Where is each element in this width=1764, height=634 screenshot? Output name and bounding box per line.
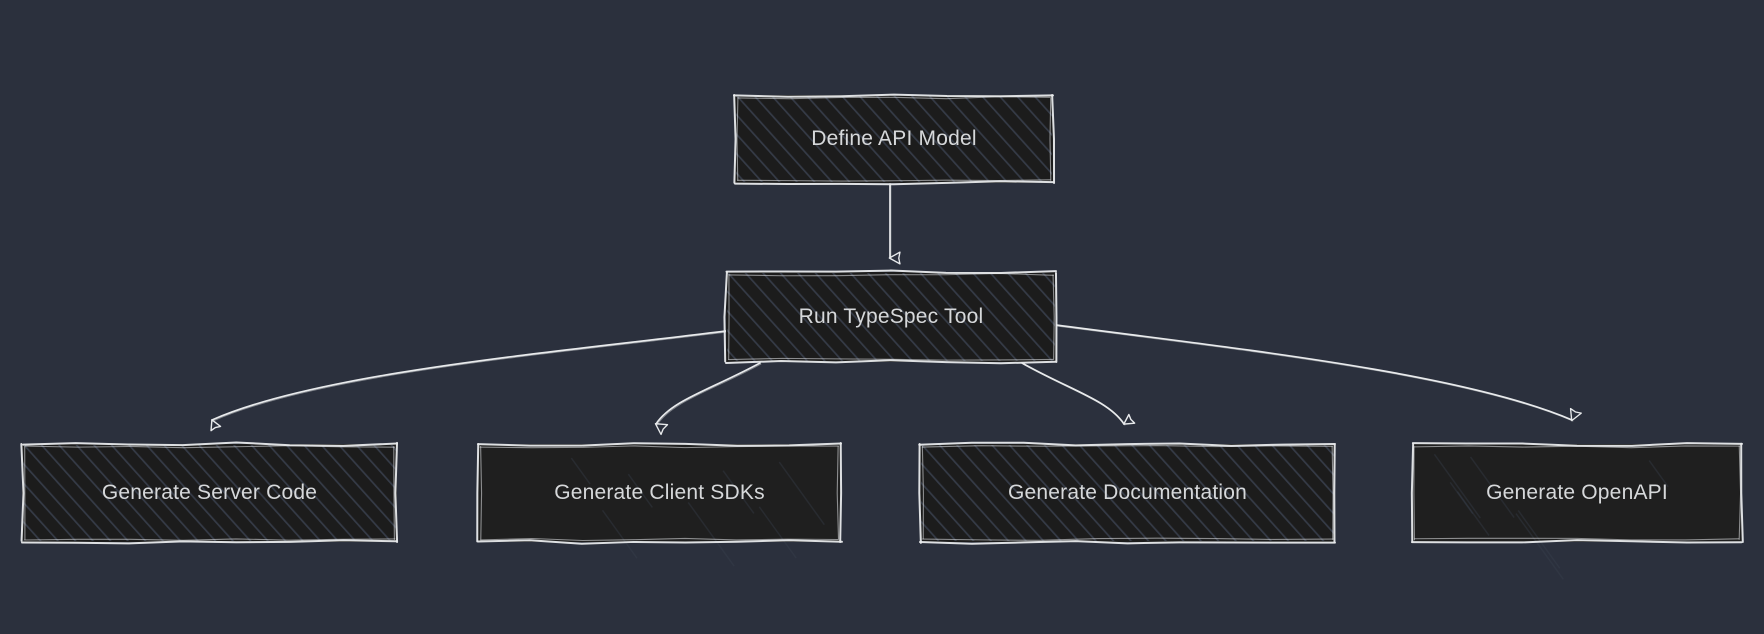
node-label: Generate OpenAPI	[1486, 481, 1668, 504]
edge-edge-run-to-sdks	[656, 362, 761, 424]
node-generate-documentation[interactable]: Generate Documentation	[918, 441, 1336, 545]
node-run-typespec-tool[interactable]: Run TypeSpec Tool	[723, 269, 1058, 365]
node-generate-openapi[interactable]: Generate OpenAPI	[1410, 442, 1744, 580]
edge-edge-run-to-openapi-shadow	[1056, 325, 1574, 422]
edge-edge-run-to-openapi	[1055, 324, 1572, 420]
edge-edge-run-to-server-shadow	[212, 331, 728, 422]
node-border	[918, 441, 1336, 545]
node-fill	[1412, 444, 1742, 542]
node-label: Generate Documentation	[1007, 481, 1248, 504]
node-border	[476, 441, 843, 567]
node-border	[1410, 442, 1744, 580]
node-label: Generate Server Code	[101, 481, 318, 504]
node-border	[732, 93, 1056, 186]
node-label: Define API Model	[811, 127, 977, 150]
node-label: Generate Client SDKs	[554, 481, 765, 504]
edge-edge-run-to-docs-shadow	[1022, 363, 1126, 426]
edge-edge-run-to-server	[210, 330, 727, 432]
node-fill	[478, 444, 841, 542]
node-border	[20, 441, 399, 545]
edge-edge-run-to-sdks-shadow	[656, 363, 762, 426]
node-generate-client-sdks[interactable]: Generate Client SDKs	[476, 441, 843, 567]
node-border	[723, 269, 1058, 365]
edge-edge-run-to-docs	[1021, 362, 1136, 425]
node-generate-server-code[interactable]: Generate Server Code	[20, 441, 399, 545]
node-define-api-model[interactable]: Define API Model	[732, 93, 1056, 186]
node-label: Run TypeSpec Tool	[798, 305, 984, 328]
